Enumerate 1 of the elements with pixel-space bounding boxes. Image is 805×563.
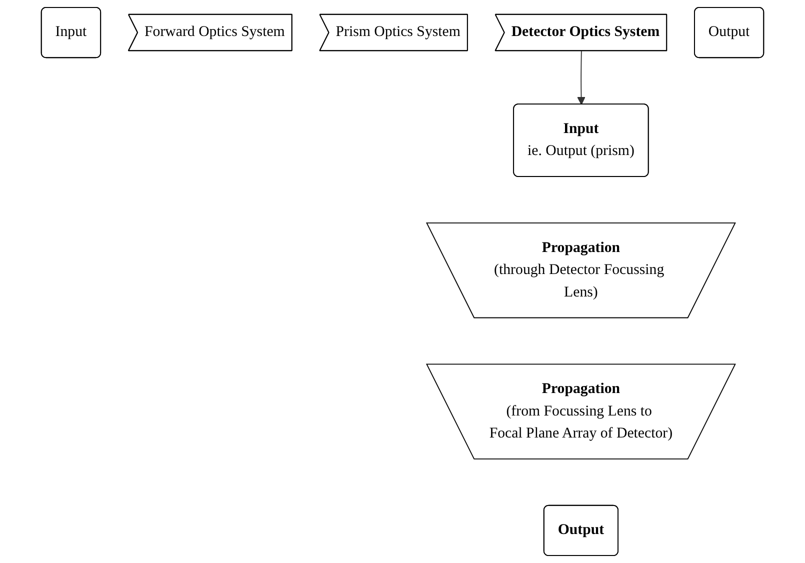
arrow (577, 50, 586, 105)
